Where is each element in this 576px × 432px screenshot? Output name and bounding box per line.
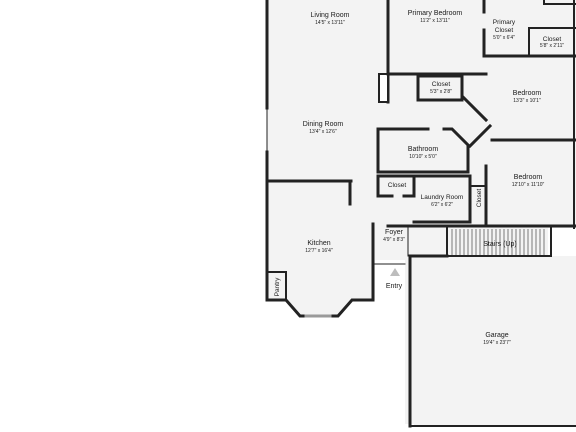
walls <box>265 0 576 428</box>
floor-areas <box>267 0 576 426</box>
dining-room-name: Dining Room <box>303 121 344 128</box>
wall-bathroom <box>376 127 470 174</box>
chimney <box>378 73 389 103</box>
bedroom-lower-name: Bedroom <box>514 174 543 181</box>
garage-floor <box>414 256 576 426</box>
wall-bedroom-upper-west <box>460 78 489 123</box>
wall-laundry <box>412 174 472 224</box>
bedroom-upper-name: Bedroom <box>513 90 542 97</box>
wall-top-curve <box>543 0 576 5</box>
main-floor-area <box>267 0 576 424</box>
primary-bedroom-dims: 11'2" x 13'11" <box>420 18 450 24</box>
closet-vertical-name: Closet <box>476 189 483 208</box>
bedroom-upper-dims: 13'3" x 10'1" <box>513 98 541 104</box>
wall-primary-closet <box>482 0 576 58</box>
foyer-dims: 4'9" x 8'3" <box>383 237 405 243</box>
wall-pantry <box>266 271 287 301</box>
stairs-name: Stairs (Up) <box>483 241 516 248</box>
wall-top-closet <box>528 27 576 57</box>
laundry-room-name: Laundry Room <box>421 194 464 201</box>
kitchen-dims: 12'7" x 16'4" <box>305 248 333 254</box>
foyer-name: Foyer <box>385 229 404 236</box>
closet-hall-dims: 5'3" x 2'8" <box>430 89 452 95</box>
living-room-dims: 14'5" x 13'11" <box>315 20 345 26</box>
wall-closet-small <box>376 174 416 198</box>
primary-bedroom-name: Primary Bedroom <box>408 10 463 17</box>
primary-closet-dims: 5'0" x 6'4" <box>493 35 515 41</box>
wall-hall-angle <box>467 123 493 149</box>
garage-name: Garage <box>485 332 508 339</box>
laundry-room-dims: 6'2" x 6'2" <box>431 202 453 208</box>
bathroom-dims: 10'10" x 5'0" <box>409 154 437 160</box>
entry-arrow-icon <box>390 268 400 276</box>
closet-small-name: Closet <box>388 182 407 189</box>
pantry-name: Pantry <box>274 277 281 297</box>
wall-stairs <box>446 227 552 257</box>
kitchen-name: Kitchen <box>307 240 330 247</box>
closet-hall-name: Closet <box>432 81 451 88</box>
primary-closet-name-2: Closet <box>495 27 514 34</box>
entry-name: Entry <box>386 283 403 290</box>
room-labels: Living Room 14'5" x 13'11" Primary Bedro… <box>274 10 564 346</box>
bedroom-lower-dims: 12'10" x 11'10" <box>512 182 545 188</box>
bathroom-name: Bathroom <box>408 146 439 153</box>
closet-top-right-dims: 5'8" x 2'11" <box>540 43 564 49</box>
living-room-name: Living Room <box>311 12 350 19</box>
dining-room-dims: 13'4" x 12'6" <box>309 129 337 135</box>
closet-top-right-name: Closet <box>543 36 562 43</box>
stair-treads <box>451 229 545 255</box>
primary-closet-name-1: Primary <box>493 19 516 26</box>
garage-dims: 19'4" x 23'7" <box>483 340 511 346</box>
